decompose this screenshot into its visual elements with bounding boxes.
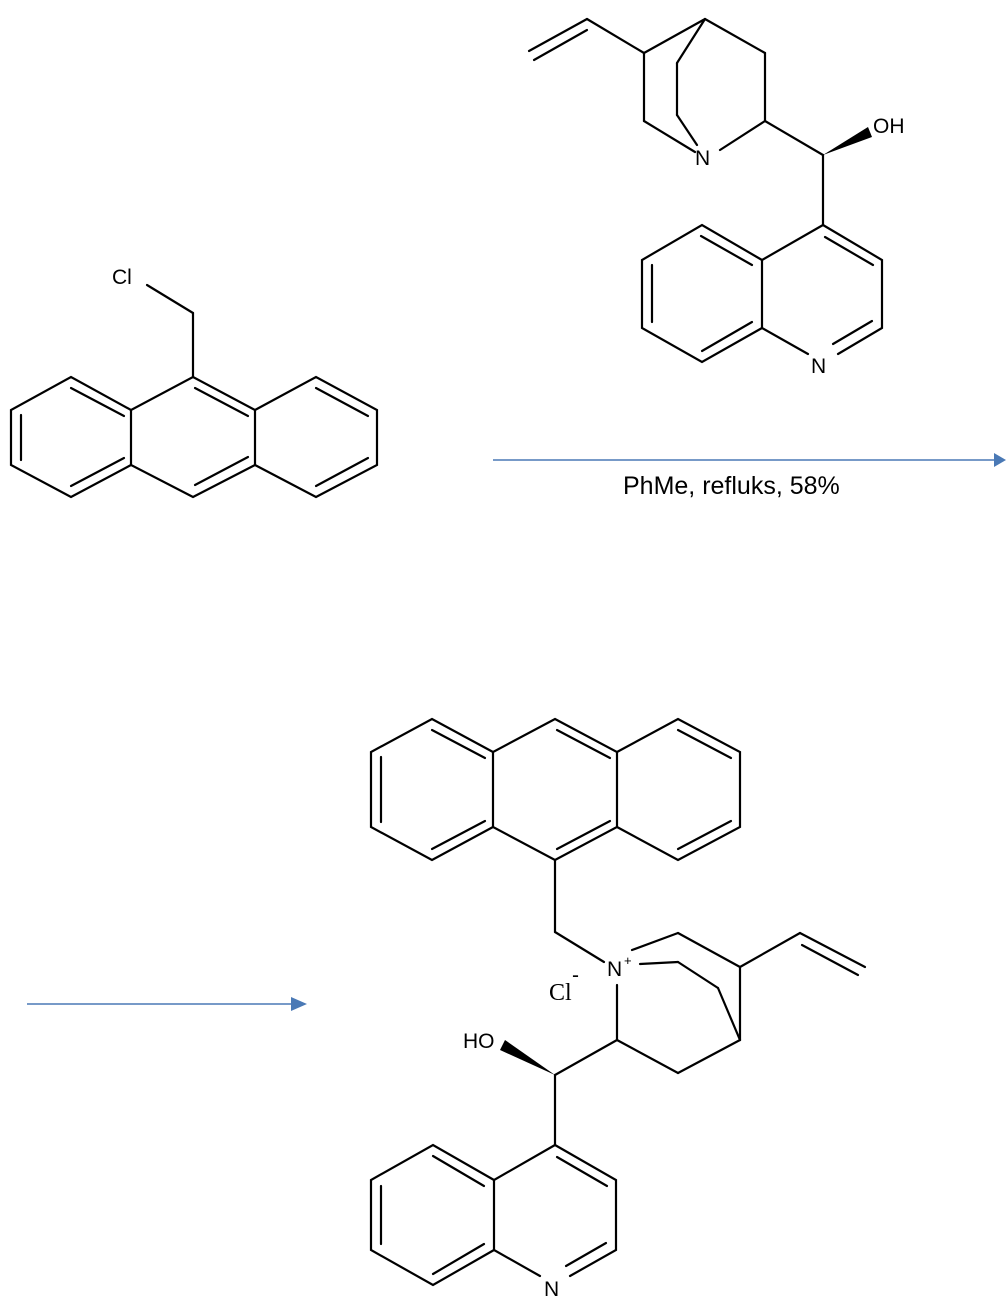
product-hydroxyl-label: HO [463,1030,495,1053]
product-quinoline-nitrogen-label: N [544,1278,559,1297]
reactant-chloromethylanthracene: Cl [9,266,379,499]
product-anthracene-ring [369,717,742,862]
reaction-arrow-2 [27,997,307,1011]
hydroxyl-label: OH [873,115,905,138]
reaction-conditions: PhMe, refluks, 58% [623,472,840,500]
oh-wedge-bond [823,127,872,155]
anthracene-ring [9,375,379,499]
ccl-bond [145,283,195,315]
chlorine-label: Cl [112,266,132,289]
quinuclidine-nitrogen-label: N [695,147,710,170]
ammonium-nitrogen-label: N [607,958,622,981]
reaction-arrow-1 [493,453,1006,467]
chloride-label: Cl [549,980,572,1006]
quinoline-nitrogen-label: N [811,355,826,378]
reactant-cinchona-alkaloid: N OH N [527,17,905,378]
chloride-charge: - [572,964,579,987]
product-ammonium-salt: N + Cl - HO N [369,717,867,1297]
ammonium-charge: + [624,953,632,968]
product-oh-wedge-bond [500,1040,555,1075]
